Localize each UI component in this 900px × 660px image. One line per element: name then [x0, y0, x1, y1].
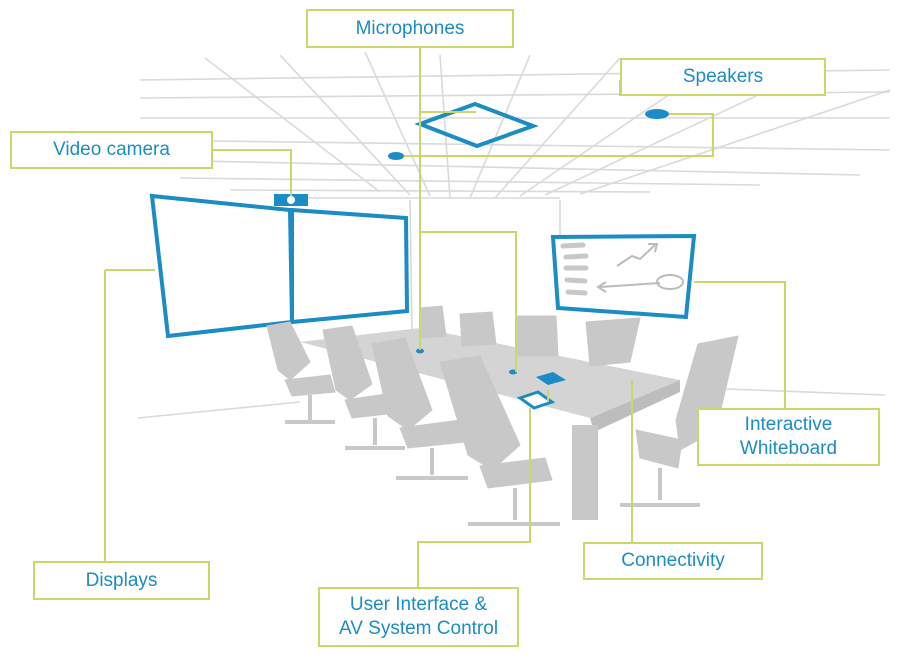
room-walls [137, 199, 886, 419]
speaker-icon-2 [388, 152, 404, 160]
interactive-whiteboard-label-line1: Interactive [744, 414, 833, 435]
ui-control-label-line1: User Interface & [349, 594, 488, 615]
speaker-icon [645, 109, 669, 119]
callout-microphones: Microphones [306, 9, 514, 48]
callout-speakers: Speakers [620, 58, 826, 96]
microphones-label: Microphones [355, 17, 465, 39]
touch-panel-icon [516, 390, 556, 410]
chairs [266, 305, 739, 526]
leader-lines [104, 48, 786, 588]
interactive-whiteboard-label-line2: Whiteboard [739, 438, 838, 459]
interactive-whiteboard [550, 233, 697, 320]
connectivity-label: Connectivity [621, 550, 725, 571]
callout-displays: Displays [33, 561, 210, 600]
callout-video-camera: Video camera [10, 131, 213, 169]
dual-displays [149, 193, 410, 339]
ceiling-microphone-icon [414, 101, 539, 149]
displays-label: Displays [85, 569, 158, 591]
callout-connectivity: Connectivity [583, 542, 763, 580]
ceiling-grid [139, 51, 891, 199]
ui-control-label-line2: AV System Control [338, 618, 499, 639]
callout-interactive-whiteboard: Interactive Whiteboard [697, 408, 880, 466]
speakers-label: Speakers [682, 66, 764, 87]
video-camera-label: Video camera [53, 139, 170, 160]
callout-ui-av-control: User Interface & AV System Control [318, 587, 519, 647]
connectivity-box-icon [536, 372, 566, 385]
